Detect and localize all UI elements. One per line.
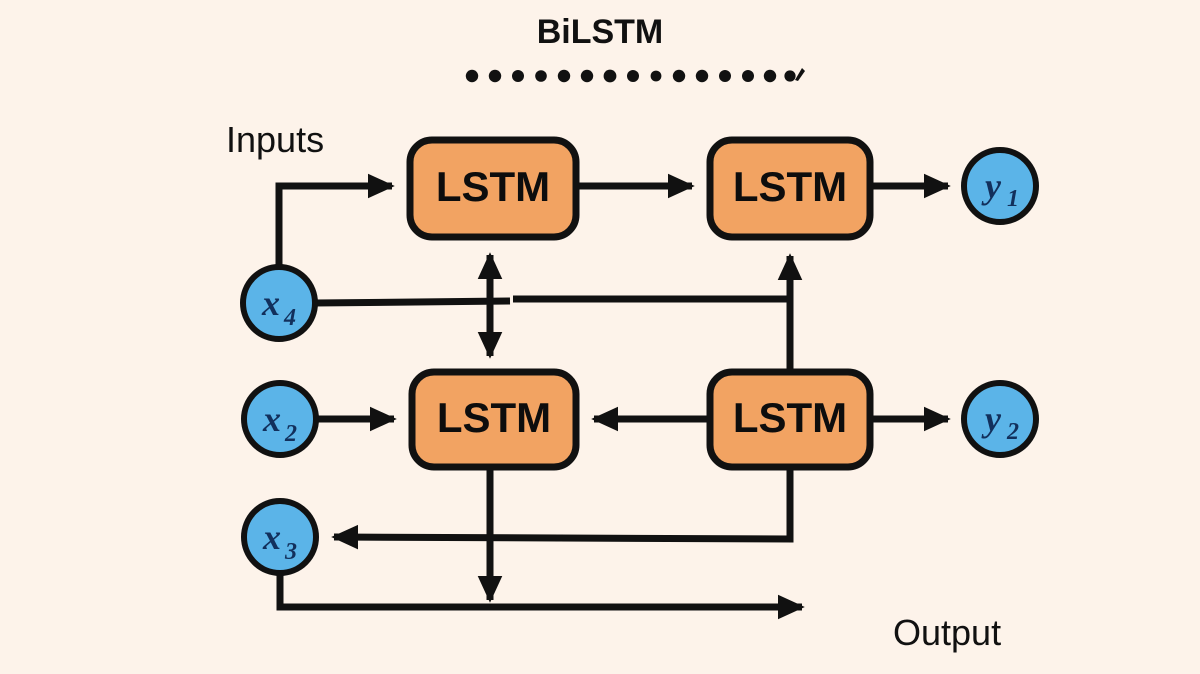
lstm-cell-label: LSTM	[437, 394, 551, 441]
edge-x4-to-lstm-top-left	[275, 173, 395, 290]
edge-x3-feedback-to-bottom-right	[331, 442, 803, 550]
lstm-cell-bottom-right[interactable]: LSTM	[706, 368, 874, 471]
node-var-base: x	[262, 517, 281, 557]
input-node-x4[interactable]: x 4	[240, 264, 318, 342]
lstm-cell-bottom-left[interactable]: LSTM	[408, 368, 580, 471]
page-title: BiLSTM	[537, 13, 664, 51]
dotted-divider	[465, 68, 805, 83]
lstm-cell-top-right[interactable]: LSTM	[706, 136, 874, 241]
node-var-subscript: 1	[1007, 186, 1019, 212]
output-node-y2[interactable]: y 2	[961, 380, 1039, 458]
inputs-label: Inputs	[226, 119, 324, 160]
edge-x4-horizontal-skip-left	[314, 297, 511, 307]
node-var-subscript: 2	[284, 421, 297, 447]
output-node-y1[interactable]: y 1	[961, 147, 1039, 225]
node-var-base: x	[262, 399, 281, 439]
lstm-cell-label: LSTM	[733, 163, 847, 210]
edge-x3-to-output	[276, 574, 805, 620]
node-var-subscript: 2	[1006, 419, 1019, 445]
lstm-cell-label: LSTM	[733, 394, 847, 441]
node-var-base: y	[981, 166, 1002, 206]
node-var-subscript: 4	[283, 305, 296, 331]
node-var-base: y	[981, 399, 1002, 439]
output-label: Output	[893, 612, 1001, 653]
input-node-x3[interactable]: x 3	[241, 498, 319, 576]
lstm-cell-label: LSTM	[436, 163, 550, 210]
node-var-base: x	[261, 283, 280, 323]
node-var-subscript: 3	[284, 539, 297, 565]
input-node-x2[interactable]: x 2	[241, 380, 319, 458]
lstm-cell-top-left[interactable]: LSTM	[406, 136, 580, 241]
